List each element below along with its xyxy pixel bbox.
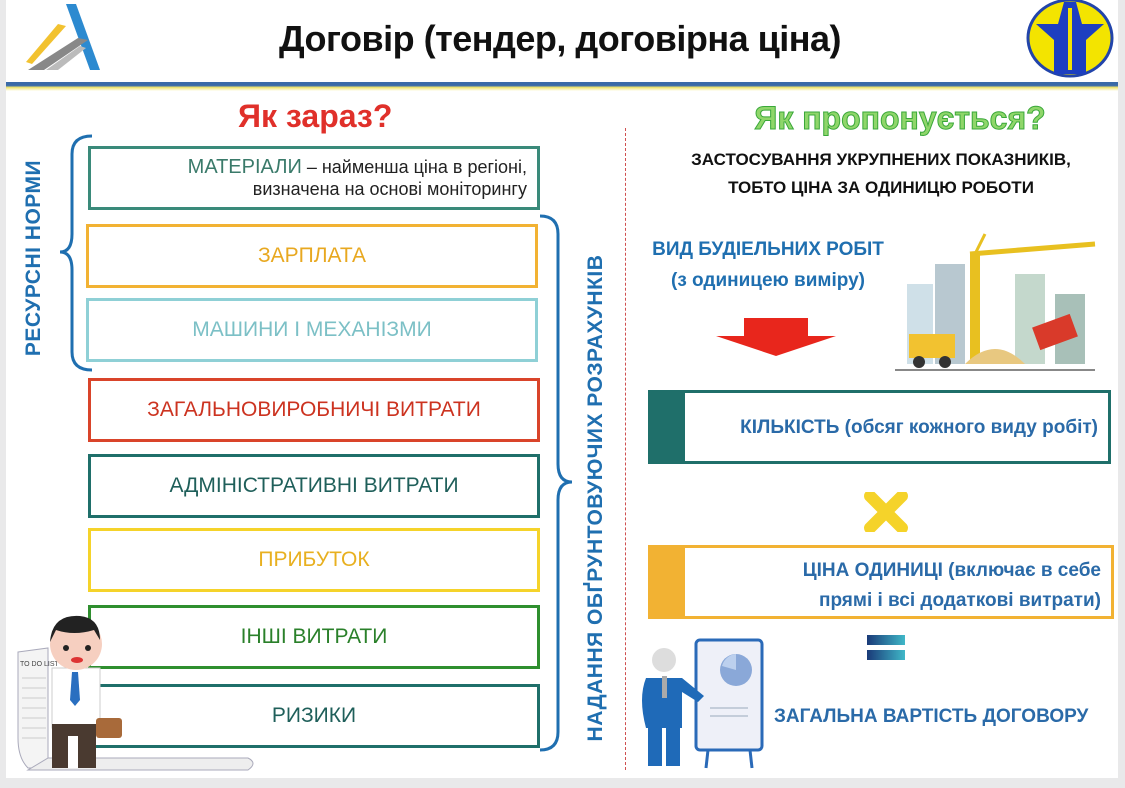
materials-desc-2: визначена на основі моніторингу xyxy=(252,179,527,199)
construction-site-illustration-icon xyxy=(895,233,1096,371)
materials-title: МАТЕРІАЛИ xyxy=(187,156,302,178)
equals-icon-bottom xyxy=(867,650,905,660)
left-bracket-icon xyxy=(59,134,93,372)
materials-desc-1: – найменша ціна в регіоні, xyxy=(301,157,527,177)
quantity-box: КІЛЬКІСТЬ (обсяг кожного виду робіт) xyxy=(648,390,1111,464)
profit-box: ПРИБУТОК xyxy=(88,528,540,592)
todo-list-label: TO DO LIST xyxy=(20,661,59,668)
unit-price-box: ЦІНА ОДИНИЦІ (включає в себе прямі і всі… xyxy=(648,545,1114,619)
unit-price-box-accent xyxy=(651,548,685,616)
work-type-line-2: (з одиницею виміру) xyxy=(671,270,865,291)
proposed-subtitle: ЗАСТОСУВАННЯ УКРУПНЕНИХ ПОКАЗНИКІВ, ТОБТ… xyxy=(636,146,1125,202)
total-cost-text: ЗАГАЛЬНА ВАРТІСТЬ ДОГОВОРУ xyxy=(774,706,1089,727)
proposed-heading: Як пропонується? xyxy=(754,100,1046,137)
work-type-label: ВИД БУДІЕЛЬНИХ РОБІТ (з одиницею виміру) xyxy=(630,234,906,296)
current-heading: Як зараз? xyxy=(238,98,393,134)
quantity-text: КІЛЬКІСТЬ (обсяг кожного виду робіт) xyxy=(740,417,1098,438)
unit-price-text: ЦІНА ОДИНИЦІ (включає в себе прямі і всі… xyxy=(803,556,1101,616)
page-title: Договір (тендер, договірна ціна) xyxy=(278,18,842,59)
presenter-illustration-icon xyxy=(642,638,764,769)
work-type-line-1: ВИД БУДІЕЛЬНИХ РОБІТ xyxy=(652,239,884,260)
resource-norms-label: РЕСУРСНІ НОРМИ xyxy=(22,159,45,357)
multiply-icon xyxy=(864,492,908,532)
header-divider xyxy=(6,82,1118,91)
admin-costs-box: АДМІНІСТРАТИВНІ ВИТРАТИ xyxy=(88,454,540,518)
right-bracket-icon xyxy=(539,214,573,752)
subtitle-line-1: ЗАСТОСУВАННЯ УКРУПНЕНИХ ПОКАЗНИКІВ, xyxy=(691,150,1071,169)
slide-page xyxy=(6,0,1118,778)
quantity-box-accent xyxy=(651,393,685,461)
machines-box: МАШИНИ І МЕХАНІЗМИ xyxy=(86,298,538,362)
unit-price-line-2: прямі і всі додаткові витрати) xyxy=(818,590,1101,611)
salary-box: ЗАРПЛАТА xyxy=(86,224,538,288)
calculations-label: НАДАННЯ ОБҐРУНТОВУЮЧИХ РОЗРАХУНКІВ xyxy=(584,254,607,742)
road-emblem-icon xyxy=(1026,0,1114,78)
agency-logo-icon xyxy=(26,4,100,70)
subtitle-line-2: ТОБТО ЦІНА ЗА ОДИНИЦЮ РОБОТИ xyxy=(728,178,1034,197)
column-divider xyxy=(625,128,626,770)
worried-man-illustration-icon: TO DO LIST xyxy=(17,615,254,771)
down-arrow-icon xyxy=(716,318,836,356)
overhead-box: ЗАГАЛЬНОВИРОБНИЧІ ВИТРАТИ xyxy=(88,378,540,442)
unit-price-line-1: ЦІНА ОДИНИЦІ (включає в себе xyxy=(802,560,1101,581)
materials-box: МАТЕРІАЛИ – найменша ціна в регіоні, виз… xyxy=(88,146,540,210)
equals-icon-top xyxy=(867,635,905,645)
